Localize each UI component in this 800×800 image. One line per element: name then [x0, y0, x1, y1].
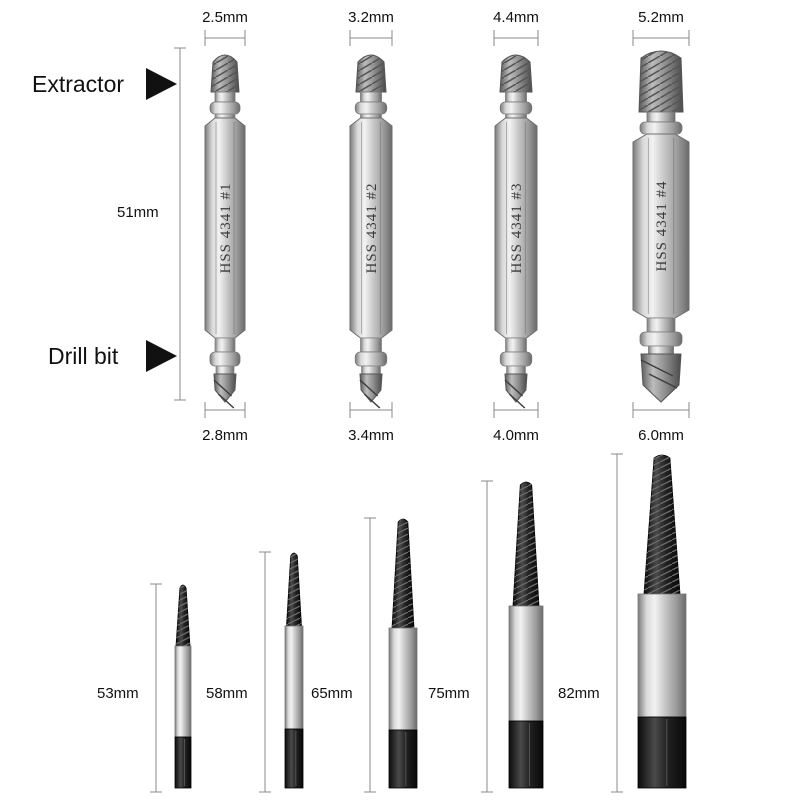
double-ended-length-label: 51mm: [117, 204, 159, 221]
extractor-shank: [637, 593, 687, 718]
extractor-size-label: 2.5mm: [202, 9, 248, 26]
screw-extractor-2: 58mm: [206, 551, 304, 793]
extractor-shank: [284, 625, 304, 730]
extractor-size-dimension: [632, 30, 690, 46]
extractor-size-dimension: [204, 30, 246, 46]
extractor-square-end: [637, 716, 687, 789]
drill-size-label: 4.0mm: [493, 427, 539, 444]
extractor-length-dimension: [611, 453, 623, 793]
drill-size-label: 3.4mm: [348, 427, 394, 444]
drill-size-dimension: [632, 402, 690, 418]
extractor-shank: [174, 645, 192, 738]
drill-size-dimension: [493, 402, 539, 418]
bit-engraving: HSS 4341 #1: [218, 182, 234, 273]
drill-bit-label: Drill bit: [48, 343, 119, 369]
extractor-shank: [508, 605, 544, 722]
screw-extractor-5: 82mm: [558, 453, 687, 793]
extractor-length-label: 75mm: [428, 685, 470, 702]
double-ended-bit-3: 4.4mm 4.0mm HSS 4341 #3: [493, 9, 539, 444]
double-ended-bit-4: 5.2mm 6.0mm HSS 4341 #4: [632, 9, 690, 444]
screw-extractors: 53mm 58mm 65mm 75mm 82mm: [97, 453, 687, 793]
extractor-square-end: [174, 736, 192, 789]
drill-size-label: 6.0mm: [638, 427, 684, 444]
extractor-size-dimension: [349, 30, 393, 46]
bit-engraving: HSS 4341 #3: [509, 182, 525, 273]
double-ended-bit-1: 2.5mm 2.8mm HSS 4341 #1: [202, 9, 248, 444]
bit-engraving: HSS 4341 #2: [364, 182, 380, 273]
extractor-length-dimension: [481, 480, 493, 793]
extractor-length-label: 53mm: [97, 685, 139, 702]
drill-size-label: 2.8mm: [202, 427, 248, 444]
extractor-pointer-icon: [146, 68, 177, 100]
extractor-square-end: [284, 728, 304, 789]
drill-tip: [504, 373, 528, 403]
drill-tip: [213, 373, 237, 403]
extractor-square-end: [388, 729, 418, 789]
extractor-length-label: 82mm: [558, 685, 600, 702]
drill-tip: [359, 373, 383, 403]
bit-engraving: HSS 4341 #4: [654, 180, 670, 271]
extractor-length-label: 58mm: [206, 685, 248, 702]
drill-size-dimension: [204, 402, 246, 418]
extractor-length-dimension: [150, 583, 162, 793]
screw-extractor-4: 75mm: [428, 480, 544, 793]
extractor-length-dimension: [364, 517, 376, 793]
double-ended-bits: 2.5mm 2.8mm HSS 4341 #1 3.2mm 3.4mm HSS 4341 …: [202, 9, 690, 444]
double-ended-bit-2: 3.2mm 3.4mm HSS 4341 #2: [348, 9, 394, 444]
length-dimension-51mm: [174, 47, 186, 401]
extractor-length-label: 65mm: [311, 685, 353, 702]
screw-extractor-3: 65mm: [311, 517, 418, 793]
drill-tip: [640, 353, 682, 403]
screw-extractor-1: 53mm: [97, 583, 192, 793]
extractor-square-end: [508, 720, 544, 789]
extractor-shank: [388, 627, 418, 731]
drill-bit-pointer-icon: [146, 340, 177, 372]
extractor-size-label: 4.4mm: [493, 9, 539, 26]
drill-size-dimension: [349, 402, 393, 418]
extractor-size-dimension: [493, 30, 539, 46]
extractor-size-label: 3.2mm: [348, 9, 394, 26]
extractor-label: Extractor: [32, 71, 124, 97]
extractor-size-label: 5.2mm: [638, 9, 684, 26]
extractor-length-dimension: [259, 551, 271, 793]
